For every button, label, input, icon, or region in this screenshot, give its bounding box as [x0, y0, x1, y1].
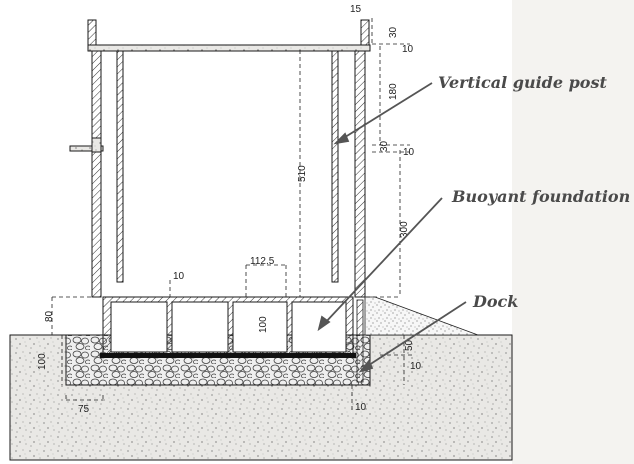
sand-slope	[364, 296, 479, 336]
dim-top-height: 30	[388, 26, 399, 38]
callout-dock: Dock	[472, 292, 518, 311]
dock-arrowhead	[358, 359, 374, 373]
dim-cell-width: 112.5	[250, 256, 275, 267]
dim-mid-slab: 10	[403, 147, 415, 158]
dim-slab-thickness: 10	[402, 44, 414, 55]
foundation-base-plate	[100, 353, 356, 358]
left-parapet	[87, 19, 97, 47]
right-inner-wall	[331, 49, 339, 283]
foundation-arrowhead	[317, 315, 331, 332]
guide-post-leader	[341, 82, 433, 140]
dim-wall-thickness: 10	[173, 271, 185, 282]
dim-post-width: 10	[355, 402, 367, 413]
house-walls	[69, 19, 371, 298]
left-inner-wall	[116, 49, 124, 283]
dim-left-offset: 80	[44, 310, 55, 322]
dim-dock-slab: 10	[410, 361, 422, 372]
vertical-guide-post	[356, 299, 364, 383]
dim-mid-gap: 30	[379, 140, 390, 152]
dimension-lines	[51, 18, 415, 410]
dock-leader	[365, 301, 467, 368]
leader-arrows	[317, 82, 467, 373]
right-outer-wall	[354, 49, 366, 298]
right-parapet	[360, 19, 370, 47]
left-outer-wall	[91, 49, 102, 298]
foundation-leader	[323, 197, 443, 325]
mid-ledge-joint	[91, 137, 102, 153]
dim-total-height: 510	[297, 165, 308, 182]
dim-top-width: 15	[350, 4, 362, 15]
foundation-cell	[110, 301, 168, 353]
callout-guide-post: Vertical guide post	[438, 73, 607, 92]
roof-slab	[87, 44, 371, 52]
dim-dock-depth: 50	[404, 339, 415, 351]
dim-base-width: 75	[78, 404, 90, 415]
dimension-labels: 15 30 10 180 30 10 300 510 112.5 10 100 …	[37, 4, 422, 415]
guide-post-arrowhead	[333, 132, 350, 145]
buoyant-foundation	[100, 296, 356, 358]
foundation-cell	[171, 301, 229, 353]
callout-foundation: Buoyant foundation	[451, 187, 630, 206]
dim-base-depth: 100	[37, 353, 48, 370]
dim-upper-height: 180	[388, 83, 399, 100]
foundation-cell	[232, 301, 288, 353]
mid-ledge	[69, 145, 104, 152]
dim-lower-height: 300	[399, 221, 410, 238]
dim-cell-height: 100	[258, 316, 269, 333]
